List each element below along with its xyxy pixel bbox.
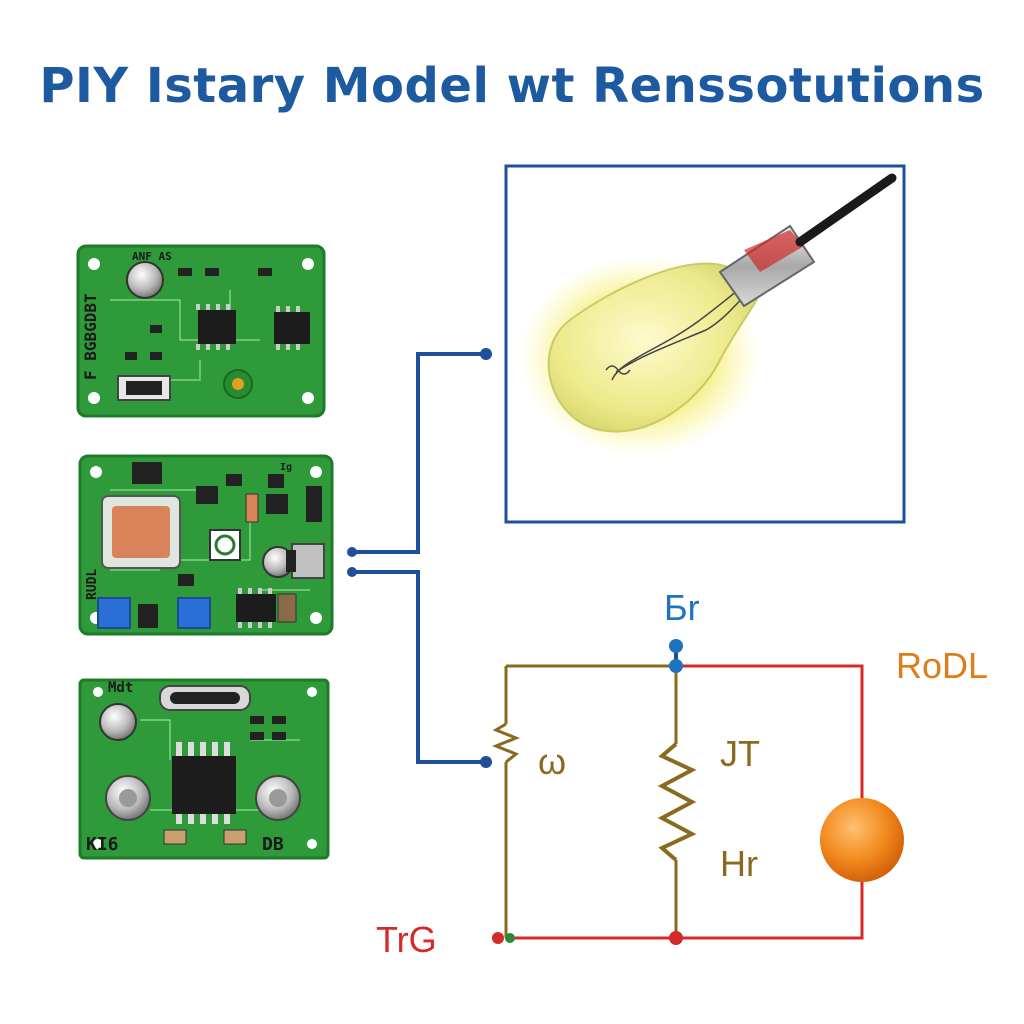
wire-node bbox=[669, 659, 683, 673]
mount-hole bbox=[310, 466, 322, 478]
wire-node bbox=[347, 547, 357, 557]
ic-chip-icon bbox=[172, 742, 236, 824]
processor-chip-icon bbox=[101, 495, 181, 569]
load-ball-icon bbox=[820, 798, 904, 882]
mount-hole bbox=[93, 839, 103, 849]
driver-board: Mdt KI6 DB bbox=[78, 678, 330, 860]
mount-hole bbox=[88, 258, 100, 270]
circuit-right-label: RoDL bbox=[896, 645, 988, 686]
wire-node bbox=[505, 933, 515, 943]
resistor-left-label: ω bbox=[538, 741, 566, 782]
controller-board: RUDL Ig bbox=[78, 454, 334, 636]
signal-wires bbox=[352, 352, 486, 764]
circuit-top-label: Бr bbox=[664, 587, 700, 628]
board-label: RUDL bbox=[85, 569, 100, 600]
capacitor-icon bbox=[99, 703, 137, 741]
mount-hole bbox=[93, 687, 103, 697]
mount-hole bbox=[307, 687, 317, 697]
resistor-icon bbox=[657, 742, 697, 862]
sensor-board: ANF AS F BGBGDBT bbox=[76, 244, 326, 418]
board-label: KI6 bbox=[86, 834, 119, 855]
mount-hole bbox=[90, 466, 102, 478]
ic-chip-icon bbox=[274, 306, 310, 350]
trimpot-icon bbox=[177, 597, 211, 629]
resistor-icon bbox=[491, 722, 521, 764]
resistor-mid-label: JT bbox=[720, 733, 760, 774]
board-label: DB bbox=[262, 834, 284, 855]
ic-chip-icon bbox=[236, 588, 276, 628]
resistor-circuit bbox=[491, 646, 864, 940]
wire-node bbox=[480, 756, 492, 768]
mount-hole bbox=[302, 258, 314, 270]
probe-icon bbox=[718, 173, 897, 308]
mount-hole bbox=[302, 392, 314, 404]
wire-node bbox=[492, 932, 504, 944]
capacitor-icon bbox=[126, 261, 164, 299]
page-title: PIY Istary Model wt Renssotutions bbox=[39, 58, 985, 114]
ic-chip-icon bbox=[196, 304, 236, 350]
circuit-bottom-label: TrG bbox=[376, 919, 437, 960]
wire-node bbox=[669, 931, 683, 945]
board-label: Mdt bbox=[108, 680, 133, 696]
board-label: F BGBGDBT bbox=[81, 293, 100, 380]
mount-hole bbox=[307, 839, 317, 849]
wire-node bbox=[669, 639, 683, 653]
resistor-mid-label: Hr bbox=[720, 843, 758, 884]
wire-node bbox=[480, 348, 492, 360]
mount-hole bbox=[88, 392, 100, 404]
mount-hole bbox=[310, 612, 322, 624]
wire-node bbox=[347, 567, 357, 577]
trimpot-icon bbox=[97, 597, 131, 629]
board-label: Ig bbox=[280, 462, 292, 473]
board-label: ANF AS bbox=[132, 250, 172, 263]
bulb-panel bbox=[504, 164, 906, 524]
